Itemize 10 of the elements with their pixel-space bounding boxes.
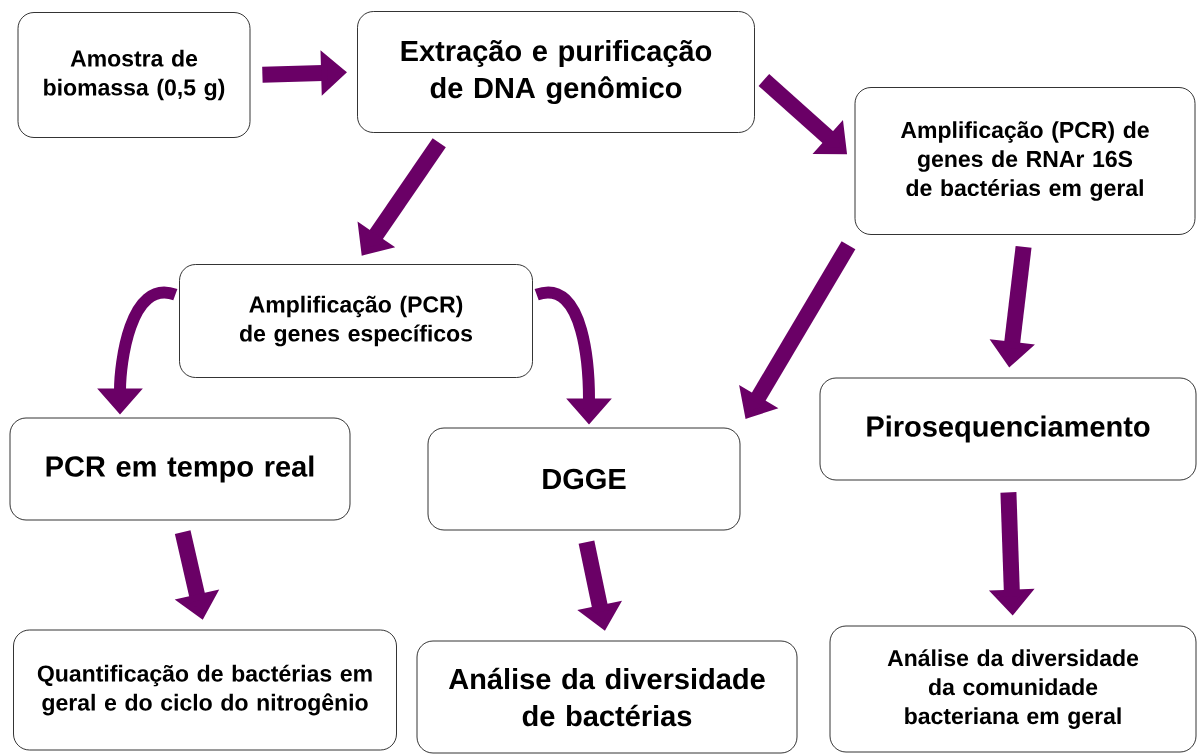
process-box: Amostra de biomassa (0,5 g)	[17, 12, 251, 138]
process-box: Quantificação de bactérias em geral e do ciclo do nitrogênio	[13, 629, 397, 751]
process-box: Extração e purificação de DNA genômico	[357, 11, 755, 133]
process-box: Amplificação (PCR) de genes de RNAr 16S de bactérias em geral	[854, 87, 1196, 235]
process-box: Amplificação (PCR) de genes específicos	[179, 264, 533, 378]
process-box: DGGE	[427, 427, 741, 531]
process-box: Análise da diversidade da comunidade bacteriana em geral	[829, 625, 1197, 753]
process-box: PCR em tempo real	[9, 417, 351, 521]
process-box: Análise da diversidade de bactérias	[416, 640, 798, 754]
process-box: Pirosequenciamento	[819, 377, 1197, 481]
